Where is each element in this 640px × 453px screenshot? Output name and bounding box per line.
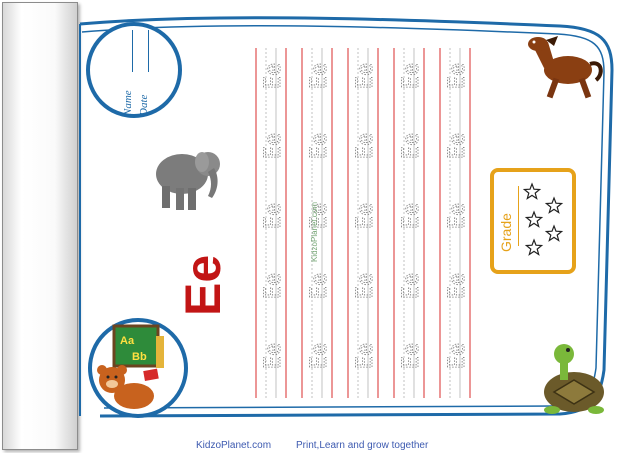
trace-letter: Ee (353, 203, 378, 230)
board-letter-a: Aa (120, 335, 135, 347)
trace-letter: Ee (307, 273, 332, 300)
trace-letter: Ee (261, 63, 286, 90)
trace-letter: Ee (399, 203, 424, 230)
star-icon (544, 196, 564, 214)
trace-letter: Ee (399, 343, 424, 370)
trace-letter: Ee (353, 273, 378, 300)
date-line[interactable] (148, 30, 149, 72)
trace-letter: Ee (445, 343, 470, 370)
name-label: Name (122, 90, 134, 116)
star-icon (522, 182, 542, 200)
trace-letter: Ee (445, 63, 470, 90)
footer-site[interactable]: KidzoPlanet.com (196, 440, 272, 451)
grade-stars (522, 182, 564, 256)
trace-letter: Ee (261, 343, 286, 370)
trace-letter: Ee (353, 343, 378, 370)
trace-letter: Ee (353, 133, 378, 160)
footer: KidzoPlanet.com Print,Learn and grow tog… (0, 440, 640, 453)
trace-letter: Ee (399, 133, 424, 160)
trace-letter: Ee (307, 133, 332, 160)
alphabet-board-icon: Aa Bb (112, 324, 164, 368)
name-date-circle (86, 22, 182, 118)
trace-letter: Ee (307, 343, 332, 370)
trace-letter: Ee (445, 203, 470, 230)
star-icon (524, 210, 544, 228)
scroll-roll (2, 2, 78, 450)
trace-letter: Ee (307, 63, 332, 90)
watermark-text: KidzoPlanet.com (310, 201, 319, 262)
board-letter-b: Bb (132, 351, 147, 363)
trace-letter: Ee (399, 273, 424, 300)
trace-letter: Ee (399, 63, 424, 90)
trace-letter: Ee (307, 203, 332, 230)
trace-letter: Ee (445, 273, 470, 300)
trace-letter: Ee (353, 63, 378, 90)
tracing-area[interactable]: EeEeEeEeEeEeEeEeEeEeEeEeEeEeEeEeEeEeEeEe… (250, 48, 480, 398)
letter-text: Ee (175, 254, 231, 316)
footer-tagline: Print,Learn and grow together (296, 440, 429, 451)
bear-image (97, 365, 159, 409)
turtle-image (544, 344, 604, 414)
trace-letter: Ee (261, 273, 286, 300)
star-icon (544, 224, 564, 242)
trace-letter: Ee (261, 203, 286, 230)
trace-letter: Ee (261, 133, 286, 160)
trace-letter: Ee (445, 133, 470, 160)
name-date-fields: Name Date (108, 30, 168, 116)
grade-label: Grade (498, 213, 514, 252)
date-label: Date (138, 94, 150, 116)
elephant-image (156, 152, 220, 210)
name-line[interactable] (132, 30, 133, 72)
horse-image (528, 36, 603, 99)
letter-heading: Ee (174, 216, 231, 326)
grade-line (518, 186, 519, 246)
star-icon (524, 238, 544, 256)
